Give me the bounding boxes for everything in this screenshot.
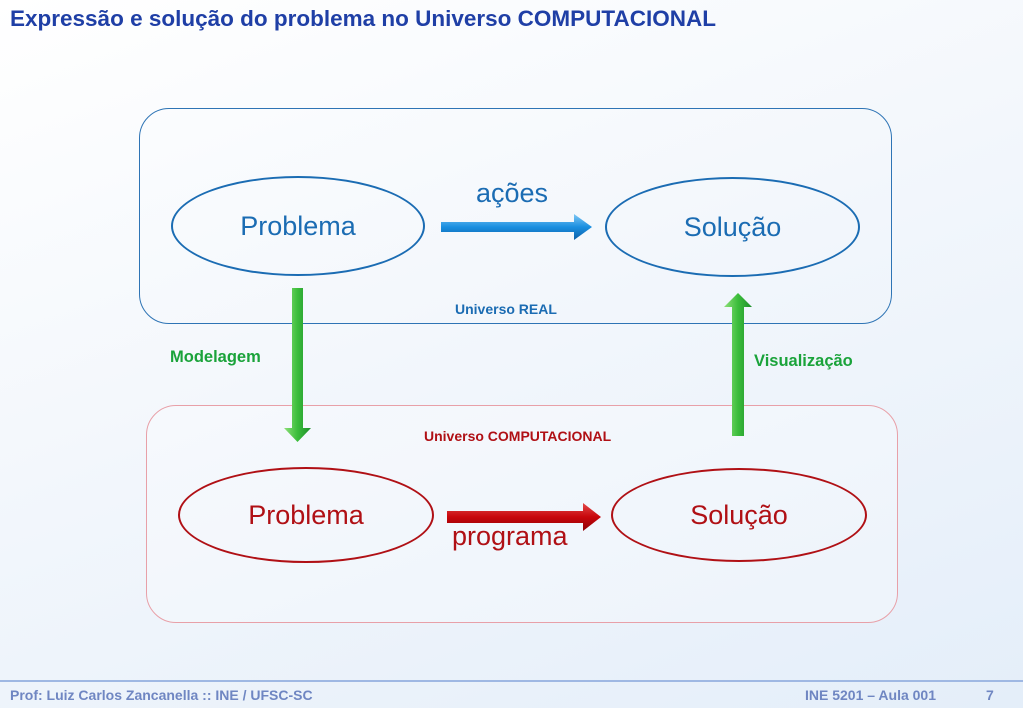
computational-universe-label: Universo COMPUTACIONAL xyxy=(424,428,612,444)
modelagem-arrow xyxy=(284,288,311,442)
computational-solution-node: Solução xyxy=(611,468,867,562)
computational-problem-node: Problema xyxy=(178,467,434,563)
page-number: 7 xyxy=(986,687,994,703)
visualizacao-label: Visualização xyxy=(754,352,853,370)
real-universe-label: Universo REAL xyxy=(455,301,557,317)
slide-title: Expressão e solução do problema no Unive… xyxy=(10,6,716,31)
programa-label: programa xyxy=(452,521,568,551)
footer-divider xyxy=(0,680,1023,682)
real-solution-node: Solução xyxy=(605,177,860,277)
footer-author: Prof: Luiz Carlos Zancanella :: INE / UF… xyxy=(10,687,313,703)
modelagem-label: Modelagem xyxy=(170,348,261,366)
real-universe-box xyxy=(139,108,892,324)
footer-course: INE 5201 – Aula 001 xyxy=(805,687,937,703)
acoes-label: ações xyxy=(476,178,549,208)
programa-arrow xyxy=(447,503,601,531)
acoes-arrow xyxy=(441,214,592,240)
real-problem-node: Problema xyxy=(171,176,425,276)
visualizacao-arrow xyxy=(724,293,752,436)
